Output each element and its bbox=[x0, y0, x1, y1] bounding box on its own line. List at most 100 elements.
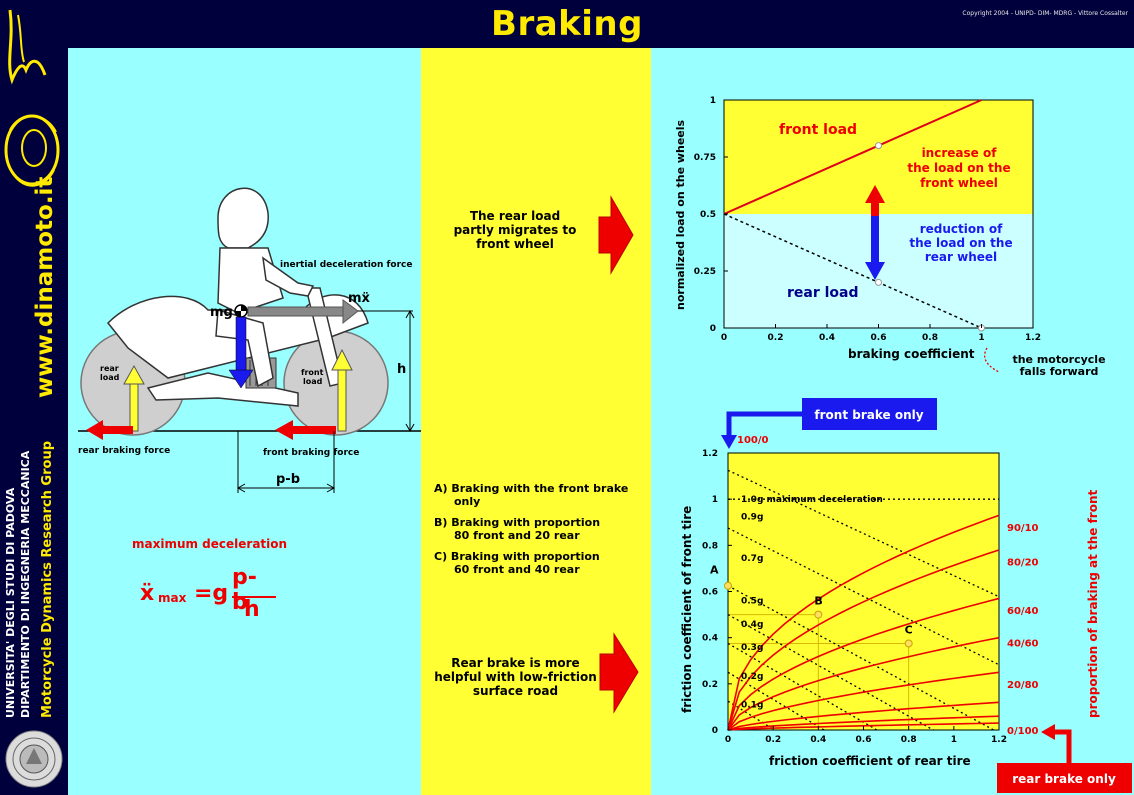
reduction-annotation-1: reduction of bbox=[920, 222, 1003, 236]
proportion-curve bbox=[727, 671, 1000, 731]
reduction-annotation-2: the load on the bbox=[909, 236, 1012, 250]
decel-line bbox=[727, 700, 775, 731]
chart2-ytick-label: 1 bbox=[712, 495, 718, 505]
chart1-xtick-label: 0.2 bbox=[768, 333, 784, 343]
proportion-label: 0/100 bbox=[1007, 726, 1039, 737]
option-b: B) Braking with proportion 80 front and … bbox=[434, 516, 601, 542]
decel-label: 0.2g bbox=[741, 672, 763, 682]
point-label: A bbox=[710, 564, 719, 577]
braking-options-list: A) Braking with the front brake only B) … bbox=[434, 482, 649, 576]
proportion-curve bbox=[727, 597, 1000, 731]
chart2-xtick-label: 0 bbox=[725, 735, 731, 745]
proportion-label: 80/20 bbox=[1007, 557, 1039, 568]
red-right-arrow-icon bbox=[598, 195, 634, 275]
reduction-arrow bbox=[865, 216, 885, 280]
rear-brake-text: Rear brake is more helpful with low-fric… bbox=[434, 656, 597, 698]
chart1-xtick-label: 0.8 bbox=[922, 333, 938, 343]
front-load-series-label: front load bbox=[779, 122, 857, 138]
site-url: www.dinamoto.it bbox=[32, 176, 58, 398]
chart2-xtick-label: 1.2 bbox=[991, 735, 1007, 745]
option-a: A) Braking with the front brake only bbox=[434, 482, 629, 508]
sidebar bbox=[0, 0, 68, 795]
title-bar bbox=[68, 0, 1134, 48]
chart1-ytick-label: 0.5 bbox=[700, 210, 716, 220]
front-brake-only-box bbox=[802, 398, 937, 430]
chart2-xtick-label: 0.2 bbox=[765, 735, 781, 745]
chart1-ytick-label: 0.75 bbox=[694, 153, 716, 163]
h-label: h bbox=[397, 362, 406, 377]
chart1-xtick-label: 0 bbox=[721, 333, 727, 343]
proportion-label: 100/0 bbox=[737, 435, 769, 446]
chart2-ytick-label: 0 bbox=[712, 726, 718, 736]
decel-line bbox=[727, 642, 878, 731]
chart2-ytick-label: 0.2 bbox=[702, 680, 718, 690]
university-seal-icon bbox=[5, 730, 63, 788]
rear-brake-only-label: rear brake only bbox=[1012, 772, 1116, 786]
chart1-ytick-label: 1 bbox=[710, 96, 716, 106]
research-group: Motorcycle Dynamics Research Group bbox=[40, 441, 55, 718]
front-point-marker bbox=[875, 142, 882, 150]
chart1-ylabel: normalized load on the wheels bbox=[674, 119, 687, 310]
point-label: B bbox=[814, 595, 822, 608]
proportion-curve bbox=[727, 701, 1000, 731]
rear-point-marker bbox=[875, 278, 882, 286]
inertial-force-label: inertial deceleration force bbox=[280, 260, 413, 270]
decel-line bbox=[727, 527, 1000, 666]
reduction-annotation-3: rear wheel bbox=[925, 250, 997, 264]
point-label: C bbox=[905, 623, 913, 636]
proportion-curve bbox=[727, 514, 1000, 731]
front-load-line bbox=[723, 99, 982, 215]
chart1-ytick-label: 0 bbox=[710, 324, 716, 334]
decel-label: 0.4g bbox=[741, 620, 763, 630]
falls-annotation-1: the motorcycle bbox=[1012, 353, 1105, 366]
proportion-label: 60/40 bbox=[1007, 606, 1039, 617]
chart2-xtick-label: 1 bbox=[951, 735, 957, 745]
decel-label: 0.3g bbox=[741, 643, 763, 653]
formula-sub: max bbox=[158, 591, 187, 605]
proportion-curve bbox=[727, 715, 1000, 731]
front-brake-only-label: front brake only bbox=[814, 408, 923, 422]
rear-load-text: The rear load partly migrates to front w… bbox=[453, 209, 577, 251]
mg-label: mg bbox=[210, 305, 233, 320]
proportion-curve bbox=[727, 636, 1000, 731]
decel-line bbox=[727, 671, 825, 731]
chart2-ytick-label: 0.4 bbox=[702, 634, 718, 644]
increase-annotation-3: front wheel bbox=[920, 176, 998, 190]
rear-load-label-1: rear bbox=[100, 364, 119, 373]
department-name: DIPARTIMENTO DI INGEGNERIA MECCANICA bbox=[19, 450, 32, 718]
front-braking-force-label: front braking force bbox=[263, 448, 359, 458]
front-load-label-2: load bbox=[303, 377, 323, 386]
chart1-xtick-label: 1.2 bbox=[1025, 333, 1041, 343]
formula-eq: =g bbox=[194, 581, 229, 606]
decel-label: 0.5g bbox=[741, 597, 763, 607]
chart1-ytick-label: 0.25 bbox=[694, 267, 716, 277]
falls-annotation-2: falls forward bbox=[1020, 365, 1099, 378]
motorcycle-diagram: inertial deceleration force mẍ mg h p-b … bbox=[78, 187, 421, 493]
chart1-xlabel: braking coefficient bbox=[848, 347, 975, 361]
pb-label: p-b bbox=[276, 472, 300, 487]
chart2-ylabel: friction coefficient of front tire bbox=[680, 506, 694, 713]
chart2-xtick-label: 0.6 bbox=[856, 735, 872, 745]
point-marker bbox=[724, 581, 732, 590]
dinamoto-logo-icon bbox=[4, 9, 60, 187]
decel-label: 0.1g bbox=[741, 701, 763, 711]
chart2-ytick-label: 0.8 bbox=[702, 541, 718, 551]
rear-braking-force-label: rear braking force bbox=[78, 446, 170, 456]
chart2-ytick-label: 0.6 bbox=[702, 588, 718, 598]
decel-line bbox=[727, 614, 934, 731]
rear-load-line bbox=[723, 213, 982, 329]
proportion-label: 20/80 bbox=[1007, 680, 1039, 691]
chart1-xtick-label: 1 bbox=[978, 333, 984, 343]
university-name: UNIVERSITA' DEGLI STUDI DI PADOVA bbox=[4, 487, 17, 718]
increase-annotation-1: increase of bbox=[922, 146, 998, 160]
formula-bar bbox=[232, 596, 276, 598]
friction-braking-chart: 0 0.2 0.4 0.6 0.8 1 1.2 0 0.2 0.4 0.6 0.8 1 1.2 1.0g … bbox=[680, 398, 1132, 793]
max-deceleration-label: maximum deceleration bbox=[132, 537, 288, 551]
chart2-xtick-label: 0.4 bbox=[810, 735, 826, 745]
chart2-xtick-label: 0.8 bbox=[901, 735, 917, 745]
decel-label: 1.0g maximum deceleration bbox=[741, 495, 883, 505]
chart2-ytick-label: 1.2 bbox=[702, 449, 718, 459]
chart1-xtick-label: 0.4 bbox=[819, 333, 835, 343]
formula-denominator: h bbox=[244, 597, 260, 622]
chart1-xtick-label: 0.6 bbox=[871, 333, 887, 343]
